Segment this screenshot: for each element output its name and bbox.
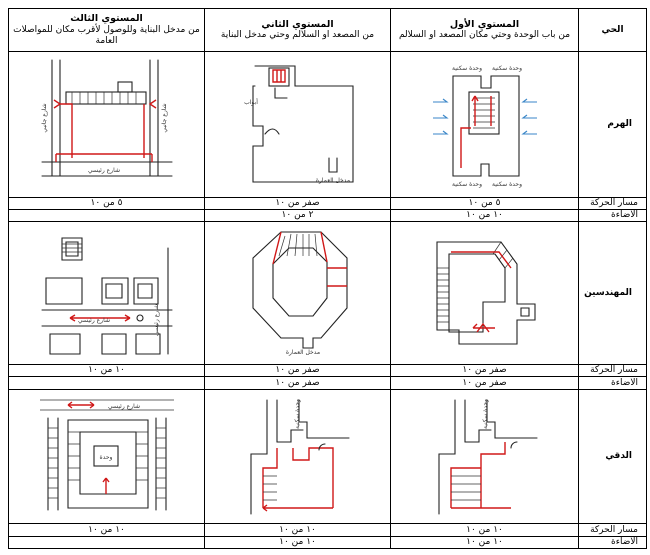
sketch-mohandessin-level2-drawing: مدخل العمارة <box>251 231 348 356</box>
level2-header: المستوي الثاني من المصعد او السلالم وحتي… <box>204 8 391 52</box>
sketch-dokki-level3-drawing: شارع رئيسي وحدة <box>39 399 174 511</box>
level3-title: المستوي الثالث <box>70 13 143 25</box>
sketch-haram-l3-side-b: شارع جانبي <box>161 104 168 133</box>
sketch-mohandessin-level2: مدخل العمارة <box>204 221 391 366</box>
haram-movement-l1: ٥ من ١٠ <box>390 196 579 211</box>
haram-lighting-label: الاضاءة <box>578 209 647 223</box>
sketch-row-mohandessin: شارع رئيسي شارع رئيسي مدخل العمارة <box>8 221 647 366</box>
header-row: المستوي الثالث من مدخل البناية وللوصول ل… <box>8 8 647 52</box>
sketch-dokki-level1-drawing: وحدة سكنية <box>437 398 538 515</box>
sketch-haram-level2: أبواب مدخل العمارة <box>204 50 391 198</box>
sketch-haram-l3-street: شارع رئيسي <box>88 167 120 174</box>
sketch-mohandessin-level3: شارع رئيسي شارع رئيسي <box>8 221 205 366</box>
level1-header: المستوي الأول من باب الوحدة وحتي مكان ال… <box>390 8 579 52</box>
sketch-haram-l1-unit-c: وحدة سكنية <box>452 181 482 188</box>
sketch-haram-level3: شارع رئيسي شارع جانبي شارع جانبي <box>8 50 205 198</box>
sketch-dokki-l3-unit: وحدة <box>99 454 112 461</box>
dokki-lighting-l1: ١٠ من ١٠ <box>390 535 579 550</box>
sketch-haram-l2-entrance: مدخل العمارة <box>315 177 349 184</box>
sketch-haram-l1-unit-d: وحدة سكنية <box>492 181 522 188</box>
district-dokki: الدقي <box>578 388 647 525</box>
movement-row-dokki: ١٠ من ١٠ ١٠ من ١٠ ١٠ من ١٠ مسار الحركة <box>8 523 647 537</box>
sketch-mohandessin-l3-street-a: شارع رئيسي <box>78 317 110 324</box>
lighting-row-dokki: ١٠ من ١٠ ١٠ من ١٠ الاضاءة <box>8 535 647 550</box>
sketch-dokki-l3-street: شارع رئيسي <box>108 403 140 410</box>
level3-subtitle: من مدخل البناية وللوصول لأقرب مكان للموا… <box>13 24 200 46</box>
movement-row-mohandessin: ١٠ من ١٠ صفر من ١٠ صفر من ١٠ مسار الحركة <box>8 364 647 378</box>
sketch-dokki-level3: شارع رئيسي وحدة <box>8 388 205 525</box>
level2-subtitle: من المصعد او السلالم وحتي مدخل البناية <box>220 30 375 41</box>
sketch-haram-l2-doors: أبواب <box>244 98 258 106</box>
sketch-dokki-level2-drawing: وحدة سكنية <box>249 398 350 515</box>
district-mohandessin: المهندسين <box>578 221 647 366</box>
haram-lighting-l2: ٢ من ١٠ <box>204 209 391 223</box>
sketch-dokki-level1: وحدة سكنية <box>390 388 579 525</box>
haram-movement-l3: ٥ من ١٠ <box>8 196 205 211</box>
dokki-movement-l2: ١٠ من ١٠ <box>204 523 391 537</box>
dokki-movement-label: مسار الحركة <box>578 523 647 537</box>
level1-subtitle: من باب الوحدة وحتي مكان المصعد او السلال… <box>398 30 571 41</box>
movement-row-haram: ٥ من ١٠ صفر من ١٠ ٥ من ١٠ مسار الحركة <box>8 196 647 211</box>
sketch-haram-l1-unit-b: وحدة سكنية <box>492 65 522 72</box>
district-header: الحي <box>578 8 647 52</box>
mohandessin-lighting-l2: صفر من ١٠ <box>204 376 391 390</box>
level3-header: المستوي الثالث من مدخل البناية وللوصول ل… <box>8 8 205 52</box>
sketch-mohandessin-level3-drawing: شارع رئيسي شارع رئيسي <box>40 237 173 355</box>
sketch-haram-l1-unit-a: وحدة سكنية <box>452 65 482 72</box>
mohandessin-lighting-label: الاضاءة <box>578 376 647 390</box>
sketch-dokki-l1-unit: وحدة سكنية <box>482 398 489 428</box>
lighting-row-mohandessin: صفر من ١٠ صفر من ١٠ الاضاءة <box>8 376 647 390</box>
dokki-movement-l3: ١٠ من ١٠ <box>8 523 205 537</box>
dokki-lighting-l3 <box>8 535 205 550</box>
haram-movement-l2: صفر من ١٠ <box>204 196 391 211</box>
sketch-haram-level1: وحدة سكنية وحدة سكنية وحدة سكنية وحدة سك… <box>390 50 579 198</box>
level1-title: المستوي الأول <box>449 18 520 30</box>
level2-title: المستوي الثاني <box>261 18 334 30</box>
district-haram: الهرم <box>578 50 647 198</box>
dokki-lighting-l2: ١٠ من ١٠ <box>204 535 391 550</box>
mohandessin-movement-l2: صفر من ١٠ <box>204 364 391 378</box>
sketch-dokki-l2-unit: وحدة سكنية <box>294 398 301 428</box>
sketch-mohandessin-l3-street-b: شارع رئيسي <box>153 304 160 336</box>
sketch-dokki-level2: وحدة سكنية <box>204 388 391 525</box>
sketch-row-haram: شارع رئيسي شارع جانبي شارع جانبي أبواب م… <box>8 50 647 198</box>
sketch-haram-level2-drawing: أبواب مدخل العمارة <box>244 65 354 184</box>
dokki-movement-l1: ١٠ من ١٠ <box>390 523 579 537</box>
haram-lighting-l1: ١٠ من ١٠ <box>390 209 579 223</box>
sketch-mohandessin-level1 <box>390 221 579 366</box>
haram-lighting-l3 <box>8 209 205 223</box>
sketch-haram-level1-drawing: وحدة سكنية وحدة سكنية وحدة سكنية وحدة سك… <box>432 65 537 188</box>
mohandessin-lighting-l1: صفر من ١٠ <box>390 376 579 390</box>
sketch-mohandessin-l2-entrance: مدخل العمارة <box>285 349 319 356</box>
sketch-row-dokki: شارع رئيسي وحدة وحدة سكنية <box>8 388 647 525</box>
sketch-haram-l3-side-a: شارع جانبي <box>41 104 48 133</box>
assessment-table: المستوي الثالث من مدخل البناية وللوصول ل… <box>8 8 647 550</box>
mohandessin-movement-l3: ١٠ من ١٠ <box>8 364 205 378</box>
sketch-haram-level3-drawing: شارع رئيسي شارع جانبي شارع جانبي <box>41 59 173 177</box>
haram-movement-label: مسار الحركة <box>578 196 647 211</box>
lighting-row-haram: ٢ من ١٠ ١٠ من ١٠ الاضاءة <box>8 209 647 223</box>
sketch-mohandessin-level1-drawing <box>435 241 536 345</box>
mohandessin-movement-l1: صفر من ١٠ <box>390 364 579 378</box>
mohandessin-movement-label: مسار الحركة <box>578 364 647 378</box>
dokki-lighting-label: الاضاءة <box>578 535 647 550</box>
mohandessin-lighting-l3 <box>8 376 205 390</box>
